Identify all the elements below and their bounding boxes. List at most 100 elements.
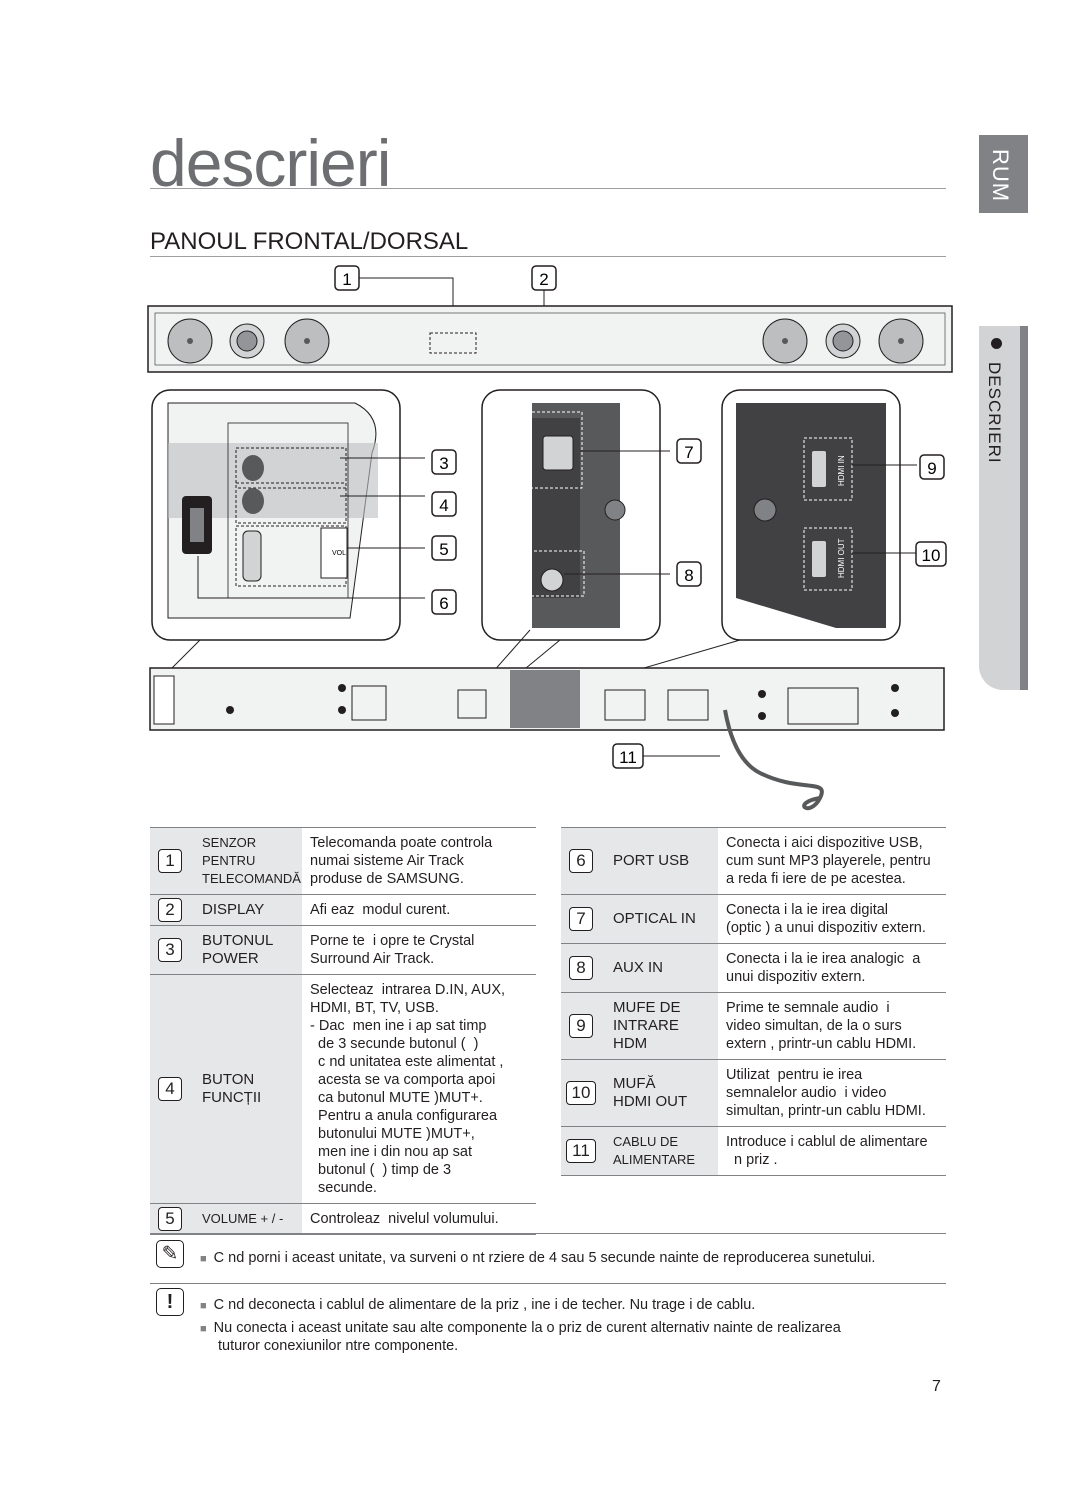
item-description-line: Pentru a anula configurarea <box>310 1108 498 1124</box>
caution-2: ■Nu conecta i aceast unitate sau alte co… <box>200 1320 841 1354</box>
item-number-cell: 8 <box>561 943 601 993</box>
hdmi-out-port <box>812 541 826 577</box>
caution-bullet-icon: ■ <box>200 1323 207 1335</box>
item-number: 8 <box>569 956 593 980</box>
item-number: 2 <box>158 898 182 922</box>
item-description-line: numai sisteme Air Track <box>310 853 464 869</box>
item-description-line: Prime te semnale audio i <box>726 1000 890 1016</box>
vol-label: VOL <box>332 550 346 557</box>
item-description-line: butonului MUTE )MUT+, <box>310 1126 475 1142</box>
optical-port <box>542 435 574 471</box>
item-label: OPTICAL IN <box>601 894 718 944</box>
item-label-line: BUTONUL <box>202 932 274 949</box>
language-tab-label: RUM <box>988 149 1013 203</box>
item-description-line: butonul ( ) timp de 3 <box>310 1162 452 1178</box>
item-number: 4 <box>158 1077 182 1101</box>
page-title: descrieri <box>150 126 391 200</box>
item-number: 7 <box>569 907 593 931</box>
item-description-line: Introduce i cablul de alimentare <box>726 1134 928 1150</box>
callout-8: 8 <box>676 561 702 587</box>
front-speaker-right <box>762 318 924 364</box>
item-description-line: Telecomanda poate controla <box>310 835 493 851</box>
item-label-line: POWER <box>202 950 259 967</box>
caution-1: ■C nd deconecta i cablul de alimentare d… <box>200 1297 756 1313</box>
item-label-line: SENZOR <box>202 835 257 850</box>
callout-8-label: 8 <box>684 566 693 585</box>
section-divider <box>150 256 946 257</box>
callout-9: 9 <box>919 454 945 480</box>
item-description: Controleaz nivelul volumului. <box>302 1204 536 1235</box>
item-label-line: VOLUME + / - <box>202 1211 284 1226</box>
callout-2: 2 <box>531 265 557 291</box>
item-description-line: simultan, printr-un cablu HDMI. <box>726 1103 926 1119</box>
item-number: 11 <box>566 1139 596 1163</box>
language-tab: RUM <box>979 135 1028 213</box>
item-label: VOLUME + / - <box>190 1203 302 1235</box>
item-label-line: HDMI OUT <box>613 1093 688 1110</box>
item-number-cell: 6 <box>561 827 601 895</box>
callout-10: 10 <box>915 541 947 567</box>
callout-3: 3 <box>431 449 457 475</box>
item-description-line: video simultan, de la o surs <box>726 1018 902 1034</box>
item-description-line: Controleaz nivelul volumului. <box>310 1211 499 1227</box>
callout-7-label: 7 <box>684 443 693 462</box>
item-label-line: HDM <box>613 1035 648 1052</box>
page-number: 7 <box>932 1378 941 1395</box>
item-description-line: c nd unitatea este alimentat , <box>310 1054 504 1070</box>
item-number-cell: 5 <box>150 1203 190 1235</box>
item-label: DISPLAY <box>190 894 302 926</box>
callout-4-label: 4 <box>439 496 448 515</box>
left-table-row: 5 VOLUME + / - Controleaz nivelul volumulu… <box>150 1203 536 1235</box>
item-number: 3 <box>158 938 182 962</box>
item-description-line: Conecta i la ie irea digital <box>726 902 889 918</box>
aux-port <box>540 568 564 592</box>
callout-3-label: 3 <box>439 454 448 473</box>
item-description-line: cum sunt MP3 playerele, pentru <box>726 853 931 869</box>
item-label-line: INTRARE <box>613 1017 679 1034</box>
item-label-line: DISPLAY <box>202 901 265 918</box>
item-description-line: Selecteaz intrarea D.IN, AUX, <box>310 982 506 998</box>
power-cable <box>723 709 824 810</box>
item-description: Introduce i cablul de alimentare n priz … <box>718 1127 946 1176</box>
callout-11: 11 <box>612 743 644 769</box>
front-panel <box>147 305 953 373</box>
bullet-dot-icon <box>991 338 1002 349</box>
item-description-line: n priz . <box>726 1152 778 1168</box>
item-label-line: AUX IN <box>613 959 664 976</box>
note-divider-middle <box>150 1283 946 1284</box>
item-label-line: PENTRU <box>202 853 256 868</box>
note-1: ■C nd porni i aceast unitate, va surveni… <box>200 1250 876 1266</box>
callout-5-label: 5 <box>439 540 448 559</box>
item-description-line: Afi eaz modul curent. <box>310 902 451 918</box>
item-number: 1 <box>158 849 182 873</box>
item-number-cell: 1 <box>150 827 190 895</box>
panel-diagram: 1 2 VOL 3 4 5 6 <box>147 265 953 810</box>
note-divider-top <box>150 1233 946 1234</box>
item-description-line: Conecta i aici dispozitive USB, <box>726 835 923 851</box>
callout-1: 1 <box>334 265 360 291</box>
item-number-cell: 2 <box>150 894 190 926</box>
item-description: Afi eaz modul curent. <box>302 895 536 926</box>
item-description-line: acesta se va comporta apoi <box>310 1072 496 1088</box>
item-number: 6 <box>569 849 593 873</box>
hdmi-in-label: HDMI IN <box>837 455 846 486</box>
item-number-cell: 3 <box>150 925 190 975</box>
caution-icon: ! <box>156 1288 184 1316</box>
chapter-side-tab: DESCRIERI <box>979 326 1028 690</box>
item-description-line: ca butonul MUTE )MUT+. <box>310 1090 483 1106</box>
item-number-cell: 10 <box>561 1059 601 1127</box>
callout-6-label: 6 <box>439 594 448 613</box>
